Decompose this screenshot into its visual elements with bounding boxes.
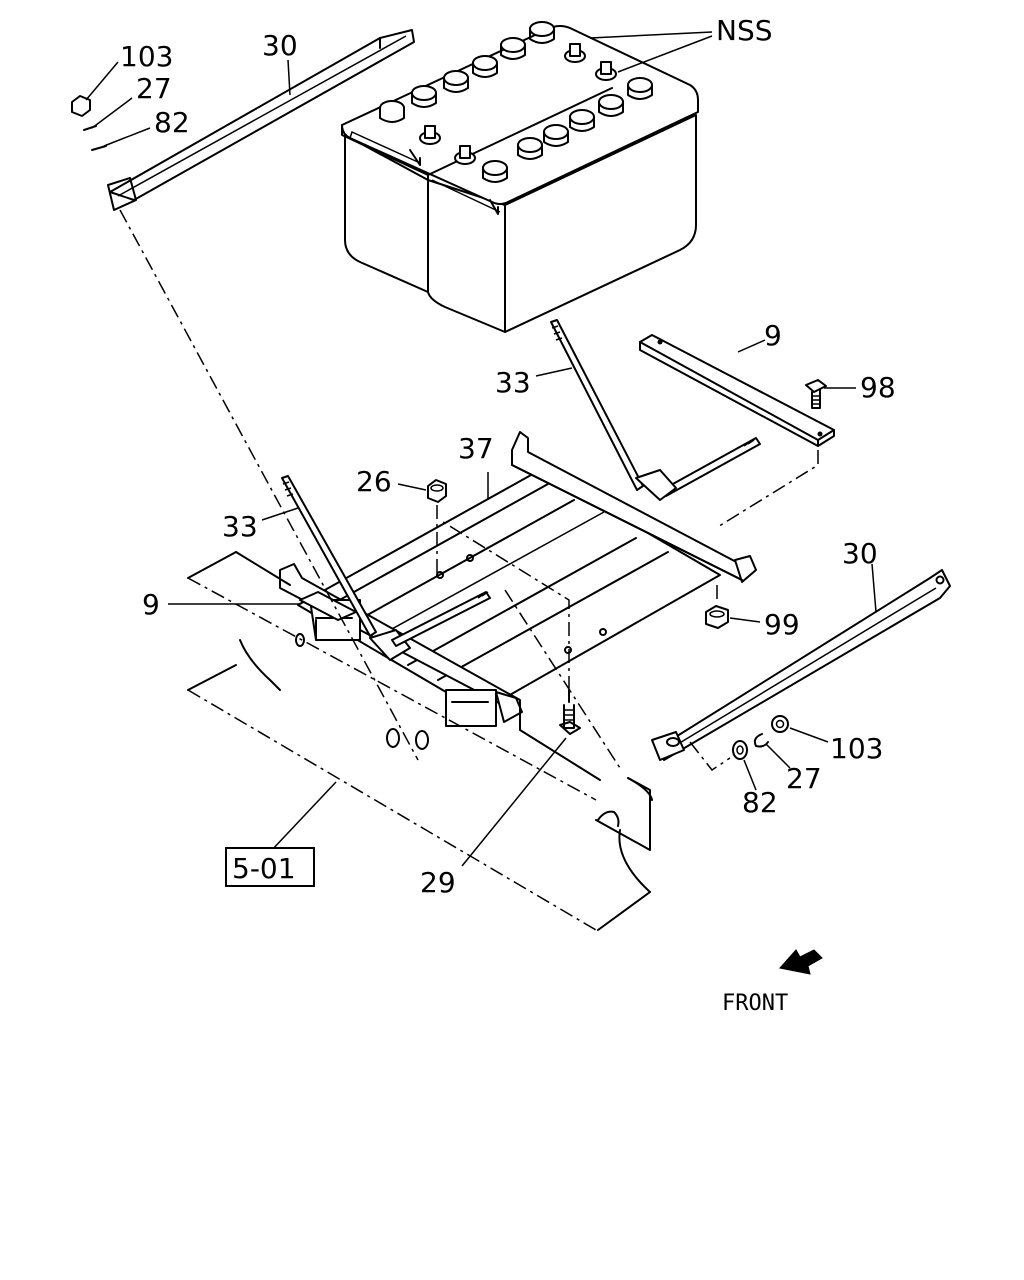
p103-top-leader [85, 61, 119, 101]
j-bolt-left [281, 475, 377, 637]
battery-pair [341, 21, 699, 333]
label-37: 37 [458, 432, 494, 465]
label-98: 98 [860, 371, 896, 404]
nut-99 [705, 605, 729, 629]
centerline-rod-right [689, 741, 731, 772]
label-82-bottom: 82 [742, 786, 778, 819]
p99-leader [729, 617, 761, 623]
centerline-29 [439, 519, 570, 690]
label-99: 99 [764, 608, 800, 641]
frame-centerline-bottom [187, 689, 597, 931]
label-103-top: 103 [120, 40, 173, 73]
centerline-upper-rod [119, 209, 419, 761]
label-33-top: 33 [495, 366, 531, 399]
p29-leader [461, 737, 567, 867]
clamp-plate-upper [639, 334, 835, 447]
label-nss: NSS [716, 14, 773, 47]
label-27-top: 27 [136, 72, 172, 105]
label-29: 29 [420, 866, 456, 899]
p27-top-leader [91, 97, 133, 129]
battery-tray [279, 431, 757, 727]
label-103-bottom: 103 [830, 732, 883, 765]
label-ref-box: 5-01 [232, 852, 296, 885]
clamp-plate-left [299, 591, 357, 621]
label-9-top: 9 [764, 319, 782, 352]
label-30-right: 30 [842, 537, 878, 570]
p103-bottom-leader [789, 727, 829, 743]
hold-down-bar-lower-right [651, 569, 951, 761]
p82-top-leader [103, 127, 151, 147]
p82-bottom-leader [743, 759, 757, 791]
p33-left-leader [261, 507, 299, 521]
nut-washer-set-upper-left [71, 95, 107, 151]
front-arrow-icon [779, 949, 823, 975]
label-27-bottom: 27 [786, 762, 822, 795]
j-bolt-upper [550, 319, 761, 497]
frame-centerline-top [187, 577, 597, 801]
label-33-left: 33 [222, 510, 258, 543]
ref-box [225, 847, 315, 887]
centerline-plate [715, 450, 819, 529]
nss-leader [589, 31, 713, 73]
bolt-29 [559, 689, 581, 735]
label-26: 26 [356, 465, 392, 498]
p26-leader [397, 483, 427, 491]
label-30-top: 30 [262, 29, 298, 62]
p9-top-leader [737, 339, 766, 353]
label-front: FRONT [722, 991, 788, 1016]
nut-26 [427, 479, 447, 503]
bolt-98 [805, 379, 827, 409]
label-82-top: 82 [154, 106, 190, 139]
ref-box-leader [269, 781, 337, 853]
p27-bottom-leader [765, 743, 791, 769]
hold-down-bar-upper-left [107, 29, 415, 211]
p30-right-leader [871, 563, 877, 613]
p30-top-leader [287, 59, 291, 96]
centerline-rod-to-frame [504, 589, 621, 769]
p33-top-leader [535, 367, 573, 377]
label-9-left: 9 [142, 588, 160, 621]
nut-washer-set-lower-right [732, 715, 789, 760]
frame-rail [187, 551, 653, 931]
